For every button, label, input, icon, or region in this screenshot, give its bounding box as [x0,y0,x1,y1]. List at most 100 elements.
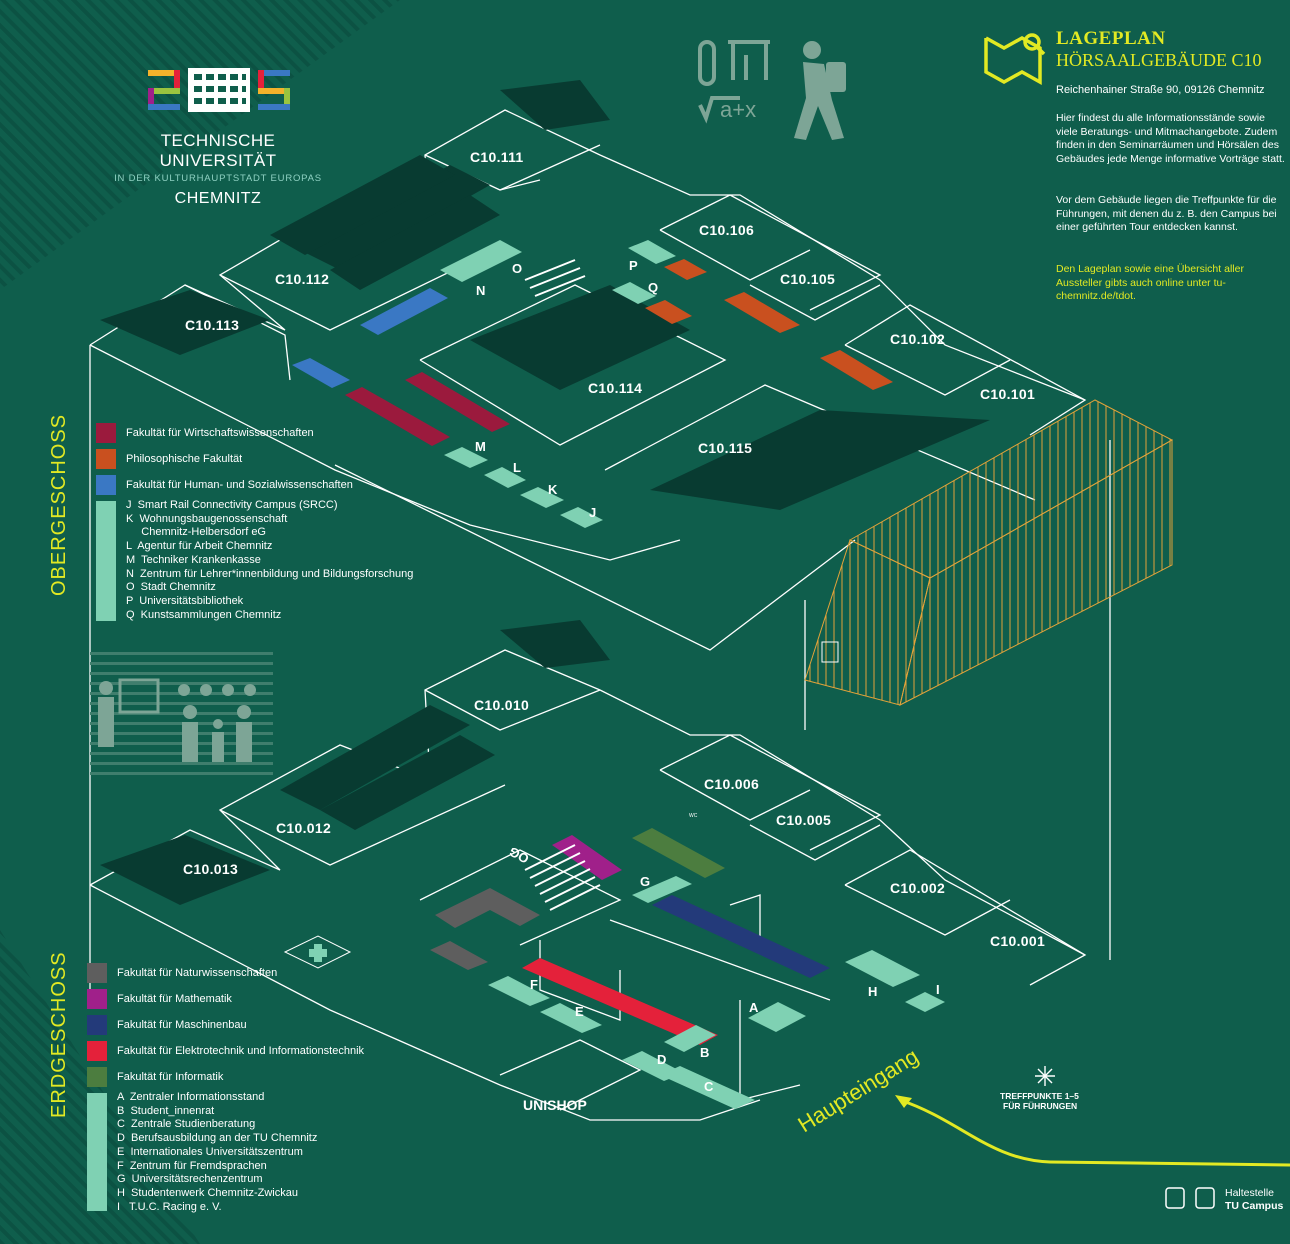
upper-legend: Fakultät für Wirtschaftswissenschaften P… [96,423,413,622]
hiker-icon [794,41,846,140]
booth-d: D [657,1052,666,1067]
stop-line1: Haltestelle [1225,1187,1274,1199]
swatch [87,989,107,1009]
stairs [524,259,601,911]
upper-booths [292,240,893,528]
main-entrance-label: Haupteingang [793,1043,922,1137]
page-title: LAGEPLAN [1056,28,1166,49]
science-illustration [698,40,770,124]
booth-k: K [548,482,558,497]
meeting-points-line2: FÜR FÜHRUNGEN [1003,1101,1077,1111]
unishop-label: UNISHOP [523,1097,587,1113]
legend-label: Fakultät für Maschinenbau [117,1019,247,1031]
legend-label: Fakultät für Wirtschaftswissenschaften [126,427,314,439]
swatch [87,1093,107,1211]
meeting-point-icon [1035,1066,1055,1086]
first-aid-icon [283,935,352,969]
room-c10111: C10.111 [470,149,524,165]
stripe-decoration-top-left [0,0,400,290]
formula-illustration: a+x [720,97,756,122]
room-c10106: C10.106 [699,222,754,238]
intro-paragraph: Hier findest du alle Informationsstände … [1056,112,1285,165]
upper-floor-outline [89,109,1111,1000]
legend-exhibitors-upper: J Smart Rail Connectivity Campus (SRCC) … [96,499,413,622]
booth-b: B [700,1045,709,1060]
stripe-decoration-bottom-left [0,930,200,1244]
floor-label-upper: OBERGESCHOSS [48,413,70,596]
hall-c10115-volume [804,399,1174,706]
ground-seating [100,620,610,905]
booth-q: Q [648,280,658,295]
booth-m: M [475,439,486,454]
meeting-points-line1: TREFFPUNKTE 1–5 [1000,1091,1079,1101]
map-book-icon [984,33,1046,85]
room-c10114: C10.114 [588,380,642,396]
room-c10002: C10.002 [890,880,945,896]
swatch [87,1067,107,1087]
upper-seating [100,80,990,510]
booth-i: I [936,982,940,997]
room-c10101: C10.101 [980,386,1035,402]
address: Reichenhainer Straße 90, 09126 Chemnitz [1056,84,1265,96]
students-illustration [90,652,273,775]
room-c10012: C10.012 [276,820,331,836]
legend-label: Fakultät für Elektrotechnik und Informat… [117,1045,365,1057]
swatch [96,501,116,621]
legend-label: Fakultät für Human- und Sozialwissenscha… [126,479,353,491]
logo-line2: IN DER KULTURHAUPTSTADT EUROPAS [114,173,322,184]
tram-icon [1165,1187,1215,1209]
stop-line2: TU Campus [1225,1200,1284,1212]
legend-label: Fakultät für Mathematik [117,993,232,1005]
legend-phil: Philosophische Fakultät [96,449,413,469]
swatch [87,963,107,983]
swatch [87,1041,107,1061]
booth-n: N [476,283,485,298]
page-subtitle: HÖRSAALGEBÄUDE C10 [1056,50,1262,70]
room-c10102: C10.102 [890,331,945,347]
swatch [96,475,116,495]
tu-logo [148,68,290,112]
legend-wiwi: Fakultät für Wirtschaftswissenschaften [96,423,413,443]
room-c10010: C10.010 [474,697,529,713]
logo-line1: TECHNISCHE UNIVERSITÄT [159,131,277,170]
legend-label: Fakultät für Informatik [117,1071,224,1083]
legend-label: Fakultät für Naturwissenschaften [117,967,278,979]
legend-hsw: Fakultät für Human- und Sozialwissenscha… [96,475,413,495]
booth-e: E [575,1004,584,1019]
booth-f: F [530,977,538,992]
floor-label-ground: ERDGESCHOSS [48,951,70,1118]
room-c10113: C10.113 [185,317,239,333]
room-c10115: C10.115 [698,440,752,456]
legend-label: Philosophische Fakultät [126,453,243,465]
legend-inf: Fakultät für Informatik [87,1067,364,1087]
legend-exhibitors-ground: A Zentraler Informationsstand B Student_… [87,1091,364,1214]
booth-o: O [512,261,522,276]
booth-p: P [629,258,638,273]
legend-et: Fakultät für Elektrotechnik und Informat… [87,1041,364,1061]
ground-booths [430,828,945,1109]
og-stairs-label: OG [507,844,532,867]
tours-paragraph: Vor dem Gebäude liegen die Treffpunkte f… [1056,194,1277,233]
room-c10105: C10.105 [780,271,835,287]
room-c10005: C10.005 [776,812,831,828]
wc-label: WC [689,813,698,819]
university-logo-text: TECHNISCHE UNIVERSITÄT IN DER KULTURHAUP… [112,131,324,208]
booth-c: C [704,1079,714,1094]
route-to-stop [899,1098,1290,1167]
booth-g: G [640,874,650,889]
legend-nat: Fakultät für Naturwissenschaften [87,963,364,983]
exhibitor-list-upper: J Smart Rail Connectivity Campus (SRCC) … [126,499,414,621]
logo-line3: CHEMNITZ [174,190,262,207]
room-c10013: C10.013 [183,861,238,877]
booth-j: J [589,505,596,520]
ground-legend: Fakultät für Naturwissenschaften Fakultä… [87,963,364,1214]
room-c10006: C10.006 [704,776,759,792]
online-paragraph: Den Lageplan sowie eine Übersicht aller … [1056,263,1244,302]
legend-math: Fakultät für Mathematik [87,989,364,1009]
room-c10112: C10.112 [275,271,329,287]
legend-mb: Fakultät für Maschinenbau [87,1015,364,1035]
exhibitor-list-ground: A Zentraler Informationsstand B Student_… [117,1091,318,1213]
booth-h: H [868,984,877,999]
swatch [87,1015,107,1035]
